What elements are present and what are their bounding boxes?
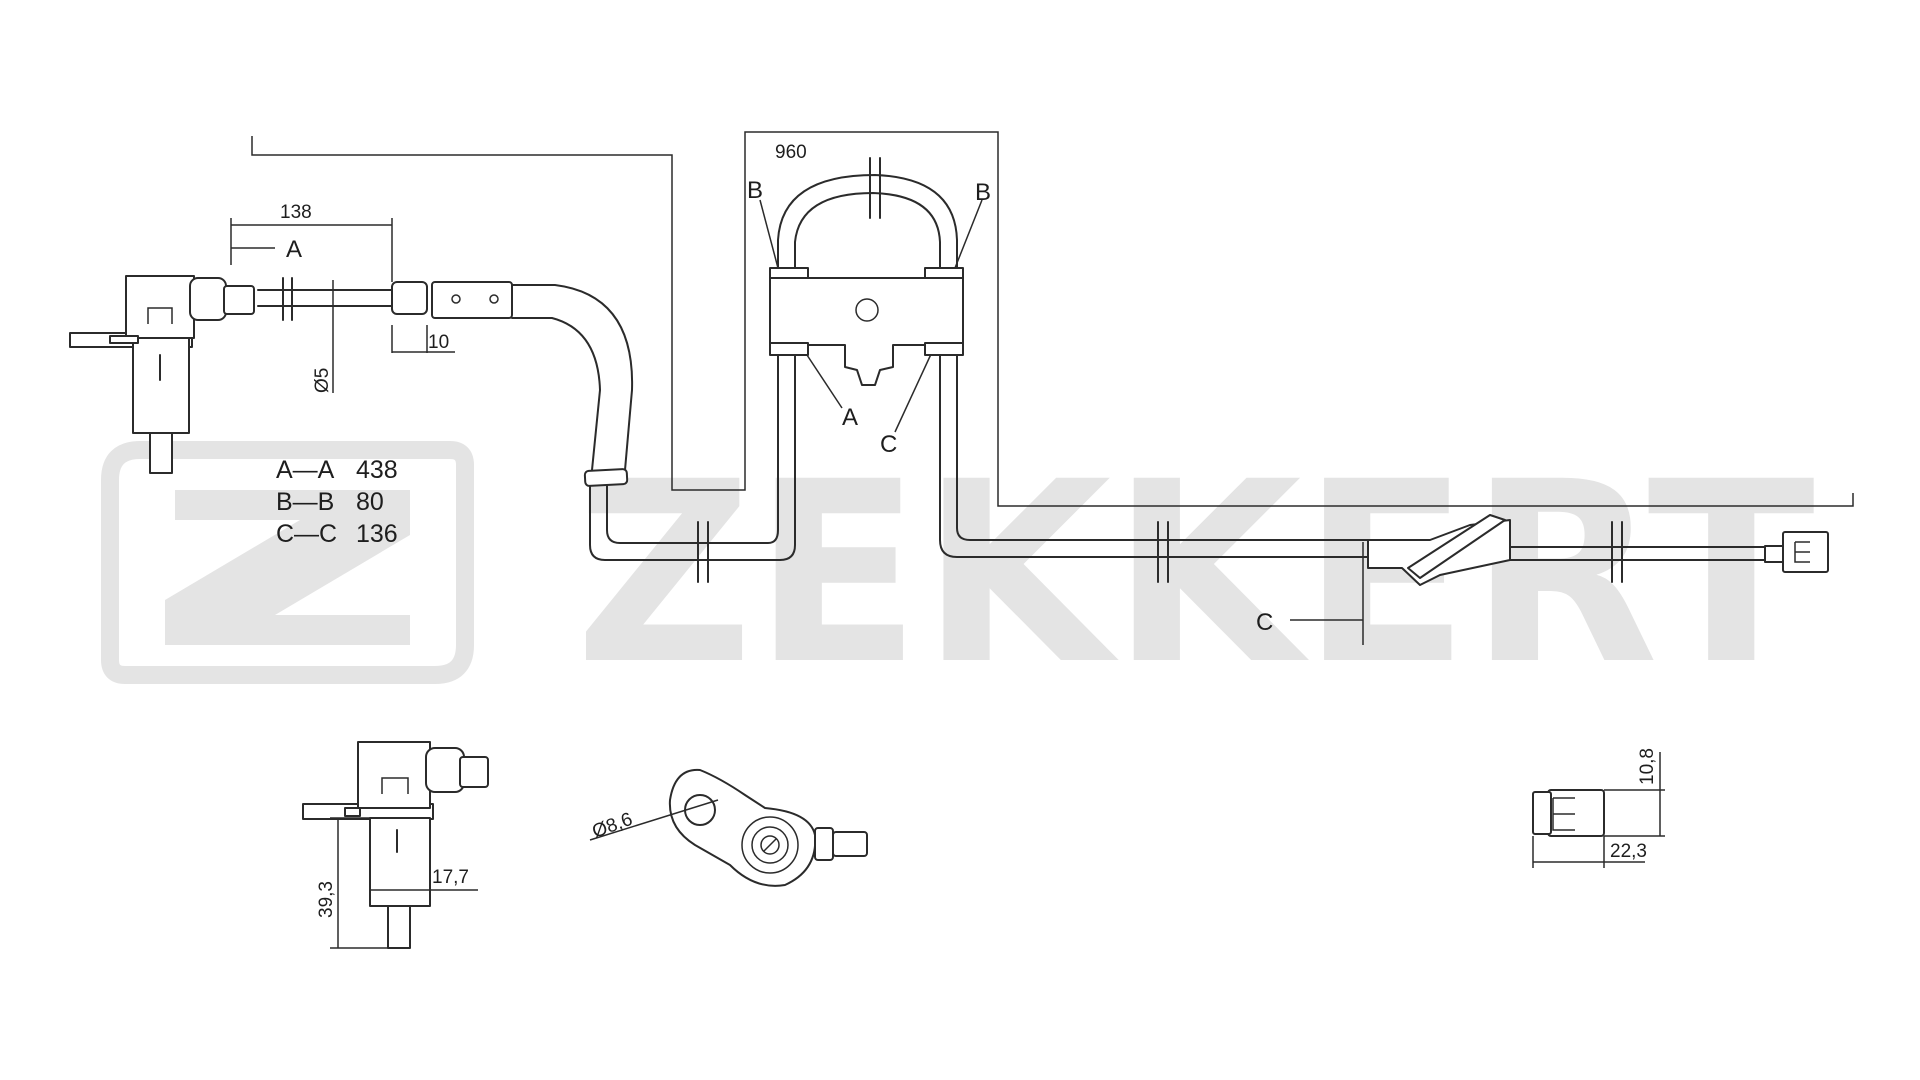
sensor-flange-slot — [109, 335, 139, 344]
top-view-boss-slot — [763, 838, 777, 852]
overall-length-line — [251, 131, 1854, 507]
detail-body — [369, 817, 431, 907]
sleeve-rivet-1 — [451, 294, 461, 304]
label-mount-hole-diameter: Ø8,6 — [590, 809, 636, 843]
connector-detail-housing — [1547, 789, 1605, 837]
top-view-boss-outer — [741, 816, 799, 874]
cable-break-3 — [1157, 521, 1169, 583]
sensor-head — [125, 275, 195, 339]
section-label-c-lower: C — [1256, 609, 1273, 636]
section-label-c-bracket: C — [880, 431, 897, 458]
dimension-lines — [230, 131, 1854, 645]
cable-loop-outer — [777, 174, 958, 269]
sensor-latch-symbol — [147, 307, 173, 324]
cable-right-outer — [939, 354, 1369, 558]
label-overall-length: 960 — [775, 142, 807, 163]
legend-section-cc: C—C — [276, 520, 337, 548]
connector-latch — [1794, 541, 1810, 563]
top-view-cable-end — [832, 831, 868, 857]
cable-break-2 — [697, 521, 709, 583]
cable-break-1 — [282, 277, 293, 321]
cable-sleeve — [391, 281, 629, 487]
legend-section-bb: B—B — [276, 488, 334, 516]
top-view-cable-exit — [814, 827, 834, 861]
sleeve-rivet-2 — [489, 294, 499, 304]
cable-bend-inner — [511, 317, 601, 471]
connector-detail-view — [1532, 752, 1665, 868]
grommet-small — [391, 281, 428, 315]
leader-c-bracket — [894, 351, 933, 433]
connector-boot — [1764, 545, 1784, 563]
sensor-detail-view — [302, 741, 489, 949]
label-connector-length: 22,3 — [1610, 841, 1647, 862]
label-sensor-body-width: 17,7 — [432, 867, 469, 888]
brand-watermark: ZEKKERT — [101, 428, 1815, 719]
legend-value-bb: 80 — [356, 488, 384, 516]
top-view-body — [668, 768, 817, 887]
cable-right-inner — [956, 354, 1369, 541]
dim-diameter-86-leader — [589, 799, 719, 841]
detail-tip — [387, 905, 411, 949]
watermark-logo-z — [165, 490, 410, 645]
end-connector — [1764, 531, 1829, 573]
section-legend: A—A 438 B—B 80 C—C 136 — [276, 456, 398, 548]
top-view-boss-inner — [751, 826, 789, 864]
detail-latch-symbol — [381, 777, 409, 794]
sensor-cable-exit — [223, 285, 255, 315]
leader-b-left — [759, 199, 779, 269]
sensor-tip — [149, 432, 173, 474]
detail-head — [357, 741, 431, 809]
section-label-a-sensor: A — [286, 236, 302, 263]
sensor-main-view — [69, 275, 255, 474]
label-cable-diameter: Ø5 — [312, 368, 333, 393]
sensor-cable — [257, 157, 1766, 583]
label-sensor-height: 39,3 — [316, 881, 337, 918]
bracket-bottom-cap-left — [769, 342, 809, 356]
legend-value-cc: 136 — [356, 520, 398, 548]
watermark-logo-frame — [101, 441, 474, 684]
holder-clip-tab — [1407, 514, 1506, 579]
cable-break-4 — [1611, 521, 1623, 583]
detail-flange-slot — [344, 807, 361, 817]
section-labels: A B B A C C — [286, 177, 1273, 636]
section-label-b-left: B — [747, 177, 763, 204]
legend-value-aa: 438 — [356, 456, 398, 484]
connector-detail-front — [1532, 791, 1552, 835]
mounting-bracket — [769, 267, 964, 386]
cable-break-loop — [869, 157, 881, 219]
mounting-hole — [684, 794, 716, 826]
bracket-bottom-cap-right — [924, 342, 964, 356]
cable-holder-clip — [1367, 514, 1511, 586]
section-label-b-right: B — [975, 179, 991, 206]
section-label-a-bracket: A — [842, 404, 858, 431]
leader-b-right — [954, 199, 983, 269]
bracket-hole — [855, 298, 879, 322]
cable-lower-outer — [589, 354, 796, 561]
sensor-head-nose — [189, 277, 227, 321]
leader-a-bracket — [804, 351, 843, 409]
cable-loop-inner — [794, 192, 941, 269]
label-sensor-to-grommet: 138 — [280, 202, 312, 223]
legend-section-aa: A—A — [276, 456, 335, 484]
bracket-body — [769, 277, 964, 386]
detail-head-nose — [425, 747, 465, 793]
sleeve-clamp — [583, 468, 629, 487]
watermark-brand-text: ZEKKERT — [575, 428, 1815, 719]
cable-lower-inner — [606, 354, 779, 544]
detail-cable-exit — [459, 756, 489, 788]
sensor-top-view — [589, 768, 868, 887]
connector-detail-latch — [1552, 797, 1575, 831]
label-connector-height: 10,8 — [1637, 748, 1658, 785]
sensor-body — [132, 337, 190, 434]
cable-bend-outer — [511, 284, 634, 471]
protective-sleeve — [431, 281, 513, 319]
label-sleeve-length: 10 — [428, 332, 449, 353]
top-view-boss-core — [760, 835, 780, 855]
